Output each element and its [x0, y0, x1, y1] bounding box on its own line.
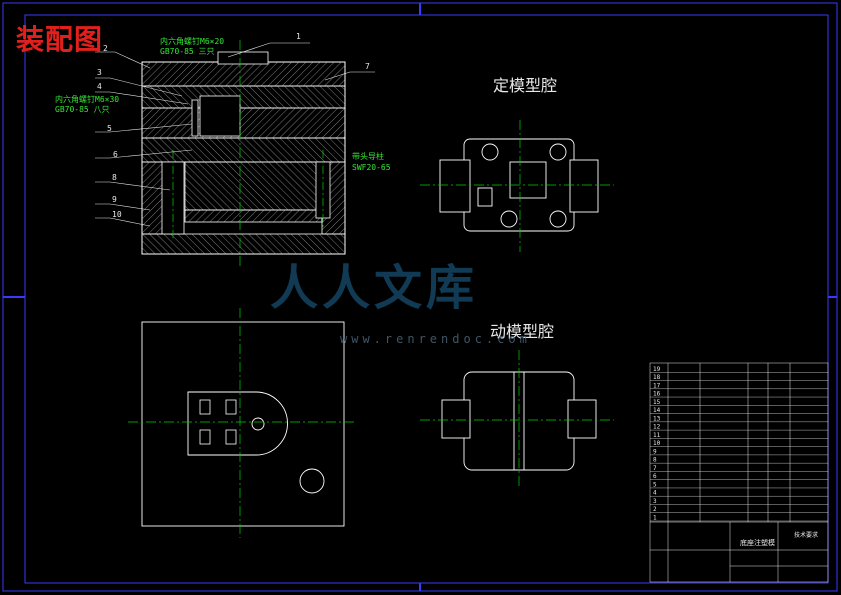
callout-7: 7	[365, 62, 370, 71]
callout-4: 4	[97, 82, 102, 91]
callout-8: 8	[112, 173, 117, 182]
moving-cavity-view	[441, 371, 597, 471]
callout-3: 3	[97, 68, 102, 77]
parts-table-number: 7	[653, 465, 657, 472]
title-block-company: 技术要求	[794, 532, 819, 539]
parts-table-number: 3	[653, 498, 657, 505]
parts-table-number: 6	[653, 473, 657, 480]
parts-table-number: 10	[653, 440, 661, 447]
fixed-cavity-label: 定模型腔	[493, 76, 558, 95]
plan-pins	[199, 399, 237, 445]
watermark-logo: 人人文库	[270, 248, 478, 318]
guide-pin-note-line1: 带头导柱	[352, 152, 384, 161]
inner-frame	[24, 14, 829, 584]
moving-cavity-label: 动模型腔	[490, 322, 555, 341]
callout-5: 5	[107, 124, 112, 133]
title-block-name: 底座注塑模	[740, 539, 775, 547]
parts-table-number: 15	[653, 399, 661, 406]
parts-table-number: 16	[653, 391, 661, 398]
callout-10: 10	[112, 210, 122, 219]
parts-table-number: 12	[653, 424, 661, 431]
callout-1: 1	[296, 32, 301, 41]
parts-table-number: 13	[653, 415, 661, 422]
screw-note-left-line1: 内六角螺钉M6×30	[55, 95, 120, 104]
screw-note-top-line2: GB70-85 三只	[160, 47, 215, 56]
callout-9: 9	[112, 195, 117, 204]
watermark-url: www.renrendoc.com	[340, 332, 531, 346]
parts-table-number: 18	[653, 374, 661, 381]
drawing-title: 装配图	[16, 23, 104, 56]
parts-table-number: 11	[653, 432, 661, 439]
parts-table-number: 9	[653, 448, 657, 455]
parts-table-number: 2	[653, 506, 657, 513]
parts-table-number: 1	[653, 515, 657, 522]
parts-table	[649, 362, 829, 583]
callout-6: 6	[113, 150, 118, 159]
parts-table-number: 8	[653, 457, 657, 464]
screw-note-top-line1: 内六角螺钉M6×20	[160, 37, 225, 46]
parts-table-number: 5	[653, 481, 657, 488]
watermark-text: 人人文库	[270, 260, 479, 316]
callout-2: 2	[103, 44, 108, 53]
screw-note-left-line2: GB70-85 八只	[55, 105, 110, 114]
section-view	[95, 40, 375, 268]
plan-view	[141, 321, 345, 527]
parts-table-number: 19	[653, 366, 661, 373]
guide-pin-note-line2: SWF20-65	[352, 163, 391, 172]
parts-table-number: 4	[653, 490, 657, 497]
parts-table-number: 14	[653, 407, 661, 414]
parts-table-number: 17	[653, 382, 661, 389]
